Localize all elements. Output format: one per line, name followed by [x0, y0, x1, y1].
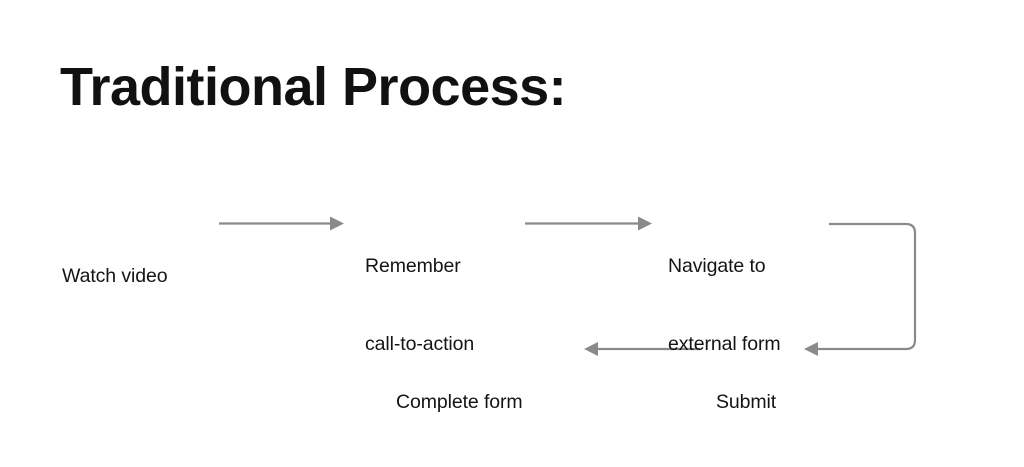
flow-node-label: Watch video — [62, 265, 168, 287]
flow-node-label: Submit — [716, 391, 777, 413]
connector-remember-to-navigate — [525, 216, 652, 231]
flow-node-label-line-1: Remember — [365, 255, 461, 277]
arrowhead-right-icon — [330, 216, 344, 231]
arrowhead-left-icon — [804, 342, 818, 356]
flow-node-submit: Submit — [716, 337, 776, 467]
arrowhead-right-icon — [638, 216, 652, 231]
connector-navigate-to-submit — [804, 222, 917, 356]
arrowhead-left-icon — [584, 342, 598, 356]
flow-node-label-line-2: external form — [668, 333, 781, 355]
flow-node-complete-form: Complete form — [396, 337, 523, 467]
flow-node-label-line-1: Navigate to — [668, 255, 766, 277]
connector-watch-to-remember — [219, 216, 344, 231]
flow-node-remember-call-to-action: Remember call-to-action — [365, 201, 474, 409]
page-title: Traditional Process: — [60, 57, 567, 117]
connector-elbow-path — [817, 222, 917, 351]
flow-node-label-line-2: call-to-action — [365, 333, 475, 355]
flow-node-navigate-to-external-form: Navigate to external form — [668, 201, 781, 409]
flow-node-watch-video: Watch video — [62, 211, 168, 341]
flow-node-label: Complete form — [396, 391, 523, 413]
slide-canvas: Traditional Process: Watch video Remembe… — [60, 57, 917, 413]
